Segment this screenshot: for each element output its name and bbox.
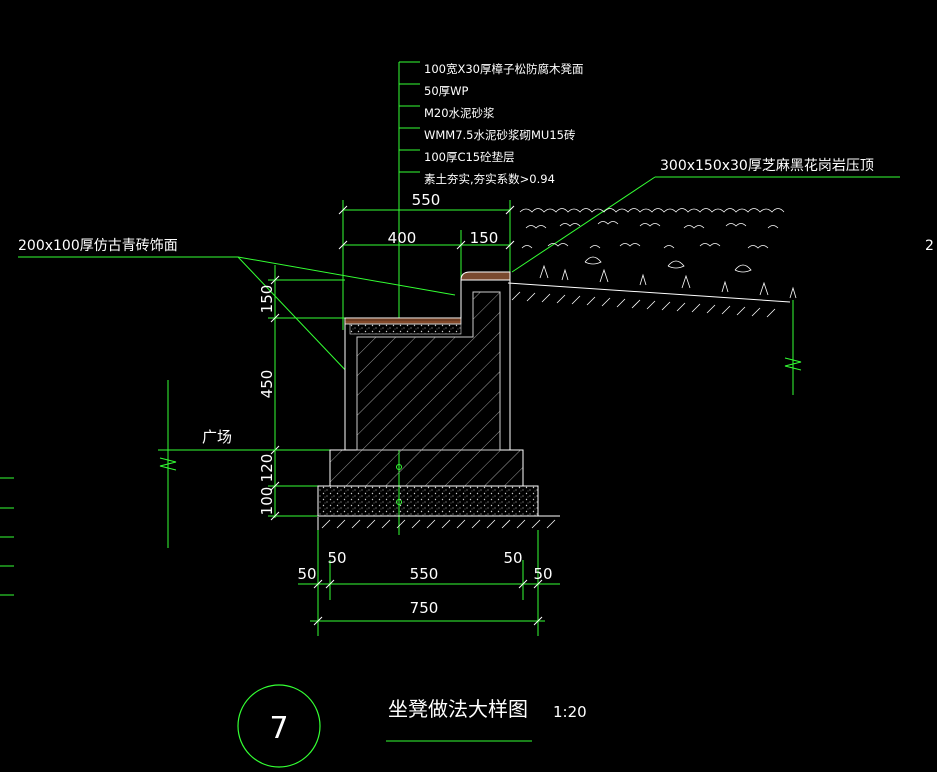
layer-label: WMM7.5水泥砂浆砌MU15砖 [424, 128, 576, 142]
wp-layer [349, 323, 462, 335]
dim-label: 150 [258, 285, 276, 314]
plaza-label: 广场 [202, 428, 232, 446]
bench-core [356, 291, 501, 451]
layer-list: 100宽X30厚樟子松防腐木凳面 50厚WP M20水泥砂浆 WMM7.5水泥砂… [424, 62, 583, 186]
detail-circle [237, 684, 321, 768]
left-dimensions: 150 450 120 100 [258, 265, 345, 521]
dim-label: 450 [258, 370, 276, 399]
layer-label: M20水泥砂浆 [424, 106, 495, 120]
top-dimensions: 550 400 150 [338, 191, 515, 330]
concrete-footing [317, 485, 539, 517]
layer-label: 素土夯实,夯实系数>0.94 [424, 172, 555, 186]
dim-label: 50 [297, 565, 316, 583]
title-block: 7 坐凳做法大样图 1:20 [237, 684, 587, 768]
dim-label: 550 [412, 191, 441, 209]
planting [519, 208, 797, 299]
detail-title: 坐凳做法大样图 [388, 697, 528, 721]
dim-label: 50 [503, 549, 522, 567]
dim-label: 120 [258, 454, 276, 483]
dim-label: 100 [258, 487, 276, 516]
dim-label: 50 [327, 549, 346, 567]
layer-label: 100宽X30厚樟子松防腐木凳面 [424, 62, 583, 76]
plaza-level: 广场 [158, 380, 330, 548]
edge-ticks [0, 477, 14, 596]
brick-base [329, 449, 524, 487]
layer-label: 50厚WP [424, 84, 469, 98]
wooden-seat [344, 317, 462, 325]
detail-number: 7 [269, 711, 288, 746]
ground-line [317, 282, 791, 530]
coping-label: 300x150x30厚芝麻黑花岗岩压顶 [660, 158, 874, 174]
layer-label: 100厚C15砼垫层 [424, 150, 515, 164]
soil-hatch [321, 291, 776, 529]
granite-coping [460, 271, 511, 281]
edge-label: 2 [925, 238, 934, 254]
dim-label: 750 [410, 599, 439, 617]
facing-label: 200x100厚仿古青砖饰面 [18, 238, 178, 254]
dim-label: 550 [410, 565, 439, 583]
coping-callout: 300x150x30厚芝麻黑花岗岩压顶 [511, 158, 900, 273]
dim-label: 150 [470, 229, 499, 247]
bench-section [317, 271, 539, 517]
detail-scale: 1:20 [553, 703, 587, 721]
right-break [784, 300, 802, 395]
dim-label: 50 [533, 565, 552, 583]
facing-callout: 200x100厚仿古青砖饰面 [18, 238, 456, 376]
dim-label: 400 [388, 229, 417, 247]
bottom-dimensions: 50 50 50 550 50 750 [297, 530, 560, 636]
